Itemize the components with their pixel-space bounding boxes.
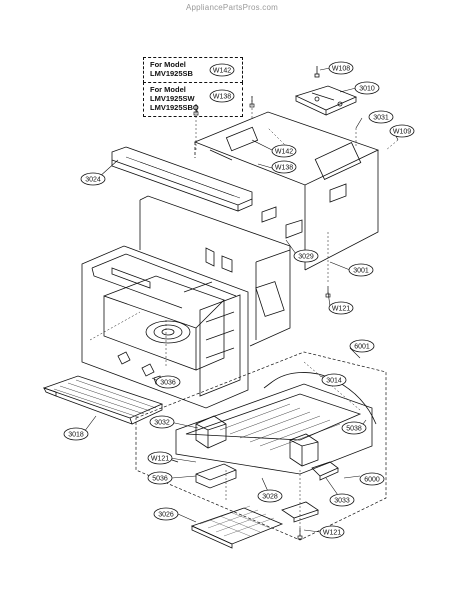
callout-w142: W142 — [271, 144, 297, 158]
callout-3033: 3033 — [329, 493, 355, 507]
svg-text:W121: W121 — [332, 306, 350, 313]
svg-text:3036: 3036 — [160, 380, 176, 387]
callout-w121-middle: W121 — [147, 451, 173, 465]
svg-text:3033: 3033 — [334, 498, 350, 505]
part-3001-outer-case — [193, 111, 380, 271]
watermark-text: AppliancePartsPros.com — [186, 3, 278, 12]
callout-3026: 3026 — [153, 507, 179, 521]
svg-text:W108: W108 — [332, 66, 350, 73]
svg-text:W121: W121 — [151, 456, 169, 463]
svg-text:3010: 3010 — [359, 86, 375, 93]
callout-w121-top: W121 — [328, 301, 354, 315]
part-3024-vent-grille — [111, 146, 253, 212]
svg-text:3031: 3031 — [373, 115, 389, 122]
model-note-2-ref: W138 — [209, 89, 235, 103]
model-note-refs: W142 W138 — [209, 63, 235, 103]
callout-w138: W138 — [271, 160, 297, 174]
callout-3010: 3010 — [354, 81, 380, 95]
part-3018-tray — [42, 375, 164, 425]
svg-text:3026: 3026 — [158, 512, 174, 519]
callout-3031: 3031 — [368, 110, 394, 124]
callout-6000: 6000 — [359, 472, 385, 486]
svg-text:3029: 3029 — [298, 254, 314, 261]
callout-w121-bottom: W121 — [319, 525, 345, 539]
callout-w109: W109 — [389, 124, 415, 138]
part-5036 — [195, 463, 237, 489]
svg-text:W138: W138 — [275, 165, 293, 172]
part-cavity-chassis — [81, 195, 291, 409]
svg-text:3014: 3014 — [326, 378, 342, 385]
callout-3018: 3018 — [63, 427, 89, 441]
callout-3014: 3014 — [321, 373, 347, 387]
svg-text:3018: 3018 — [68, 432, 84, 439]
part-5038-assembly — [289, 433, 319, 467]
svg-text:6000: 6000 — [364, 477, 380, 484]
svg-text:W109: W109 — [393, 129, 411, 136]
callout-5038: 5038 — [341, 421, 367, 435]
callout-w108: W108 — [328, 61, 354, 75]
callout-3001: 3001 — [348, 263, 374, 277]
model-note-1-line-2: LMV1925SB — [150, 69, 193, 78]
callout-5036: 5036 — [147, 471, 173, 485]
part-3036-clips — [117, 351, 163, 385]
model-note-2-line-1: For Model — [150, 85, 186, 94]
svg-text:6001: 6001 — [354, 344, 370, 351]
callout-3029: 3029 — [293, 249, 319, 263]
model-note-1-ref: W142 — [209, 63, 235, 77]
callout-6001: 6001 — [349, 339, 375, 353]
svg-text:3032: 3032 — [154, 420, 170, 427]
model-note-2-line-2: LMV1925SW — [150, 94, 195, 103]
svg-text:W142: W142 — [213, 68, 231, 75]
part-3033 — [311, 461, 339, 481]
model-note-2-line-3: LMV1925SBQ — [150, 103, 199, 112]
part-3010-bracket — [294, 85, 358, 116]
screw-w108-part — [314, 66, 320, 78]
svg-text:W138: W138 — [213, 94, 231, 101]
group-6001-outline — [135, 351, 387, 541]
callouts: W108 3010 3031 W109 W142 W138 3024 3029 — [63, 61, 415, 539]
svg-text:3028: 3028 — [262, 494, 278, 501]
svg-text:W142: W142 — [275, 149, 293, 156]
svg-text:5038: 5038 — [346, 426, 362, 433]
svg-text:3024: 3024 — [85, 177, 101, 184]
callout-3028: 3028 — [257, 489, 283, 503]
svg-text:5036: 5036 — [152, 476, 168, 483]
part-base-plate — [175, 383, 373, 475]
part-3026-filter — [190, 505, 284, 549]
callout-3032: 3032 — [149, 415, 175, 429]
svg-text:W121: W121 — [323, 530, 341, 537]
callout-3024: 3024 — [80, 172, 106, 186]
callout-3036: 3036 — [155, 375, 181, 389]
part-3032-motor — [195, 415, 227, 449]
svg-text:3001: 3001 — [353, 268, 369, 275]
part-bottom-bracket — [281, 501, 319, 523]
model-note-1-line-1: For Model — [150, 60, 186, 69]
